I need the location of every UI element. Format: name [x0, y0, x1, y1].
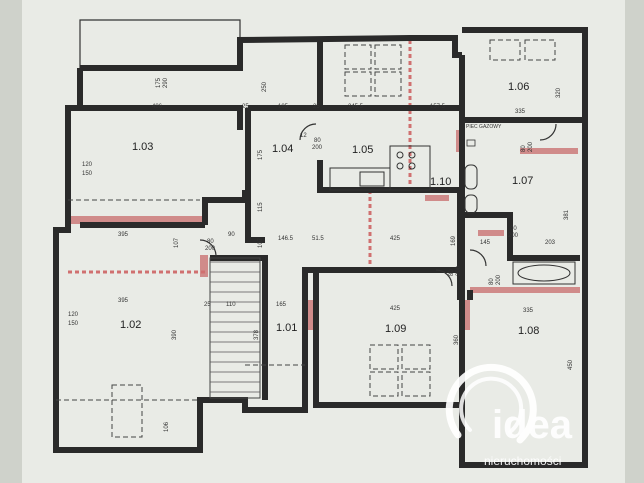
- dim-320: 320: [556, 87, 562, 98]
- room-label-102: 1.02: [120, 319, 141, 331]
- dim-110: 110: [226, 302, 236, 308]
- dim-245-5: 245.5: [348, 104, 364, 110]
- door-w-4: 80: [521, 145, 527, 152]
- dim-25-b: 25: [313, 104, 320, 110]
- outer-wall: [53, 68, 463, 453]
- dim-150-b: 150: [68, 321, 79, 327]
- interior-wall: [80, 105, 243, 130]
- dim-175-b: 175: [258, 149, 264, 160]
- dim-290: 290: [163, 77, 169, 88]
- door-h-1: 200: [312, 145, 323, 151]
- room-label-106: 1.06: [508, 81, 529, 93]
- dim-360: 360: [454, 334, 460, 345]
- dim-51-5: 51.5: [312, 236, 324, 242]
- dim-335-b: 335: [523, 308, 534, 314]
- room-label-110: 1.10: [430, 176, 451, 188]
- dim-12: 12: [300, 133, 307, 139]
- dim-203: 203: [545, 240, 556, 246]
- dim-25-c: 25: [204, 302, 211, 308]
- dim-120-a: 120: [82, 162, 93, 168]
- dim-106: 106: [164, 421, 170, 432]
- toilet-fixture: [464, 164, 478, 190]
- dim-169: 169: [451, 235, 457, 246]
- door-w-1: 80: [314, 138, 321, 144]
- room-label-104: 1.04: [272, 143, 293, 155]
- dim-425-a: 425: [390, 236, 401, 242]
- dim-165: 165: [276, 302, 287, 308]
- dim-146-5: 146.5: [278, 236, 294, 242]
- kitchen-counter: [329, 145, 431, 191]
- room-label-109: 1.09: [385, 323, 406, 335]
- site-boundary: [79, 19, 241, 70]
- dim-107-a: 107: [174, 237, 180, 248]
- dim-381: 381: [564, 209, 570, 220]
- room-label-101: 1.01: [276, 322, 297, 334]
- door-h-4: 200: [528, 141, 534, 152]
- door-w-3: 80: [510, 226, 517, 232]
- door-h-2: 200: [205, 246, 216, 252]
- dim-185: 185: [278, 104, 289, 110]
- dim-120-b: 120: [68, 312, 79, 318]
- dim-145: 145: [480, 240, 491, 246]
- dim-107-b: 107: [258, 237, 264, 248]
- door-h-3: 200: [508, 233, 519, 239]
- dim-25-a: 25: [242, 104, 249, 110]
- dim-450: 450: [568, 359, 574, 370]
- room-label-108: 1.08: [518, 325, 539, 337]
- dim-90: 90: [228, 232, 235, 238]
- dim-395-b: 395: [118, 298, 129, 304]
- dim-378: 378: [254, 329, 260, 340]
- door-w-6: 80: [449, 269, 455, 276]
- logo-tagline: nieruchomości: [484, 454, 561, 468]
- room-label-107: 1.07: [512, 175, 533, 187]
- door-swing: [199, 239, 217, 257]
- door-w-5: 80: [489, 278, 495, 285]
- room-label-103: 1.03: [132, 141, 153, 153]
- boiler-label: PIEC GAZOWY: [466, 124, 502, 130]
- logo-brand: idea: [492, 403, 573, 447]
- dim-390: 390: [172, 329, 178, 340]
- dim-335-top: 335: [515, 109, 526, 115]
- staircase: [209, 257, 261, 399]
- dim-395-a: 395: [118, 232, 129, 238]
- door-w-2: 80: [207, 239, 214, 245]
- dim-250: 250: [262, 81, 268, 92]
- door-h-6: 200: [456, 265, 462, 276]
- door-labels: 80 200 80 200 80 200 80 200 80 200 80 20…: [205, 138, 534, 285]
- idea-logo: [445, 363, 537, 444]
- skylight: [344, 44, 372, 70]
- door-h-5: 200: [496, 274, 502, 285]
- dim-115: 115: [258, 202, 264, 212]
- dim-157-5: 157.5: [430, 104, 446, 110]
- dim-150-a: 150: [82, 171, 93, 177]
- dim-486: 486: [152, 104, 163, 110]
- partition-wall: [68, 216, 208, 224]
- room-label-105: 1.05: [352, 144, 373, 156]
- dim-425-b: 425: [390, 306, 401, 312]
- bathtub: [512, 261, 576, 285]
- dim-175-a: 175: [156, 77, 162, 88]
